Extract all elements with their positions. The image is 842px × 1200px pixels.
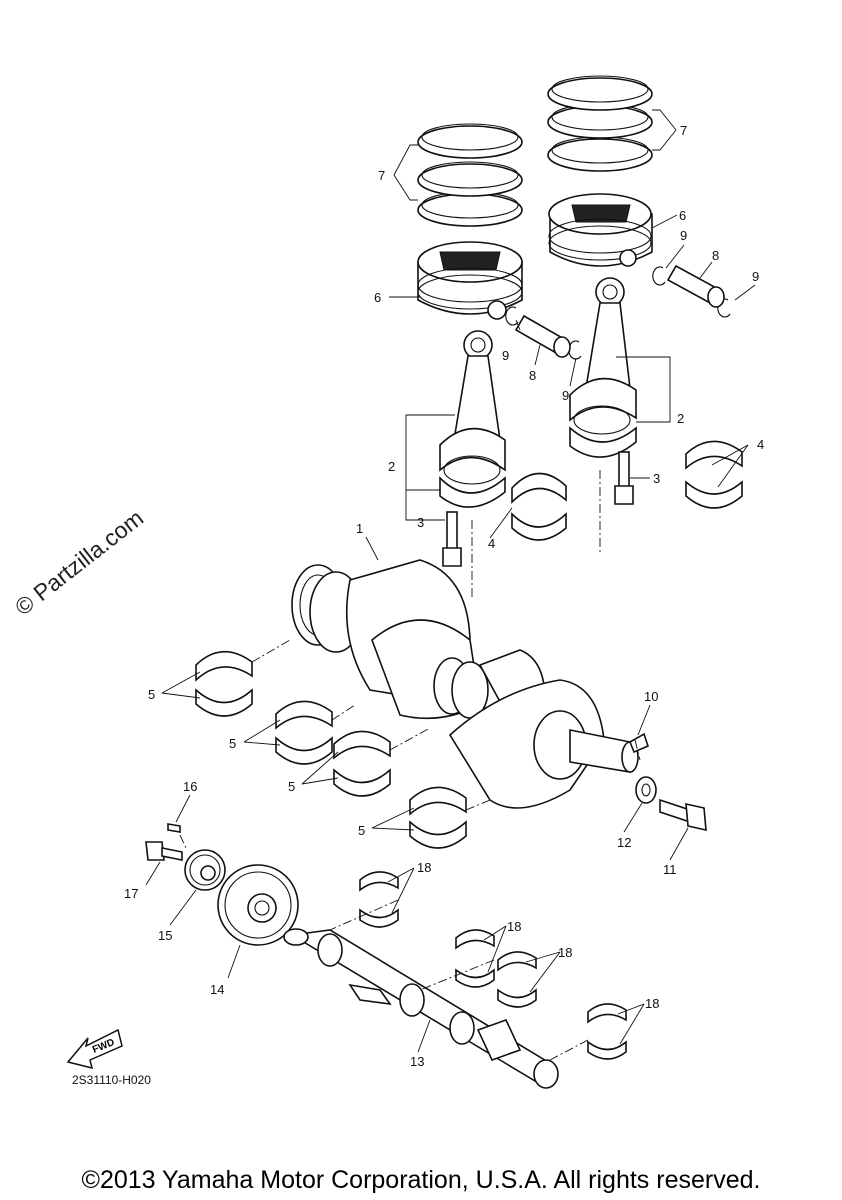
balancer-drive-gear[interactable]	[217, 864, 299, 946]
piston-right[interactable]	[548, 193, 653, 267]
balancer-driven-gear[interactable]	[184, 849, 226, 891]
copyright-notice: ©2013 Yamaha Motor Corporation, U.S.A. A…	[81, 1166, 761, 1194]
leader-lines	[145, 109, 756, 1053]
callout-7-right: 7	[680, 123, 687, 138]
balancer-bearing-2[interactable]	[455, 929, 495, 988]
fwd-arrow-icon: FWD	[66, 1028, 123, 1070]
piston-rings-right[interactable]	[547, 75, 653, 172]
callout-4-right: 4	[757, 437, 764, 452]
callout-1: 1	[356, 521, 363, 536]
balancer-bearing-1[interactable]	[359, 871, 399, 928]
callout-4-left: 4	[488, 536, 495, 551]
callout-2-left: 2	[388, 459, 395, 474]
rod-bolt-left[interactable]	[442, 511, 462, 567]
callout-8-right: 8	[712, 248, 719, 263]
callout-17: 17	[124, 886, 138, 901]
callout-6-right: 6	[679, 208, 686, 223]
callout-3-right: 3	[653, 471, 660, 486]
callout-11: 11	[663, 862, 677, 877]
callout-16: 16	[183, 779, 197, 794]
callout-2-right: 2	[677, 411, 684, 426]
callout-5-b: 5	[229, 736, 236, 751]
connecting-rod-left[interactable]	[439, 330, 506, 508]
diagram-code: 2S31110-H020	[72, 1073, 151, 1087]
callout-9-d: 9	[752, 269, 759, 284]
callout-9-b: 9	[562, 388, 569, 403]
crankshaft[interactable]	[291, 559, 639, 809]
main-bearing-set-1[interactable]	[195, 650, 253, 717]
callout-labels: 1 2 2 3 3 4 4 5 5 5 5 6 6 7 7 8 8 9 9 9 …	[124, 123, 764, 1069]
callout-5-d: 5	[358, 823, 365, 838]
callout-18-c: 18	[558, 945, 572, 960]
callout-8-left: 8	[529, 368, 536, 383]
balancer-shaft[interactable]	[283, 928, 559, 1089]
callout-9-a: 9	[502, 348, 509, 363]
callout-5-a: 5	[148, 687, 155, 702]
callout-10: 10	[644, 689, 658, 704]
main-bearing-set-3[interactable]	[333, 730, 391, 797]
callout-18-b: 18	[507, 919, 521, 934]
main-bearing-set-4[interactable]	[409, 786, 467, 849]
rod-bolt-right[interactable]	[614, 451, 634, 505]
callout-14: 14	[210, 982, 224, 997]
callout-12: 12	[617, 835, 631, 850]
piston-pin-left[interactable]	[514, 314, 571, 358]
callout-13: 13	[410, 1054, 424, 1069]
rod-bearing-left[interactable]	[511, 472, 567, 541]
washer[interactable]	[635, 776, 657, 804]
piston-left[interactable]	[417, 241, 523, 320]
connecting-rod-right[interactable]	[569, 277, 637, 458]
crank-bolt[interactable]	[659, 798, 707, 832]
callout-18-d: 18	[645, 996, 659, 1011]
balancer-bearing-3[interactable]	[497, 951, 537, 1008]
gear-bolt[interactable]	[145, 841, 183, 861]
callout-18-a: 18	[417, 860, 431, 875]
callout-3-left: 3	[417, 515, 424, 530]
callout-9-c: 9	[680, 228, 687, 243]
woodruff-key[interactable]	[628, 732, 649, 754]
piston-pin-right[interactable]	[666, 264, 725, 308]
callout-15: 15	[158, 928, 172, 943]
rod-bearing-right[interactable]	[685, 440, 743, 509]
callout-5-c: 5	[288, 779, 295, 794]
dowel-pin[interactable]	[167, 823, 181, 833]
balancer-bearing-4[interactable]	[587, 1003, 627, 1060]
main-bearing-set-2[interactable]	[275, 700, 333, 765]
alignment-lines	[179, 470, 641, 1061]
callout-7-left: 7	[378, 168, 385, 183]
piston-rings-left[interactable]	[417, 123, 523, 227]
callout-6-left: 6	[374, 290, 381, 305]
